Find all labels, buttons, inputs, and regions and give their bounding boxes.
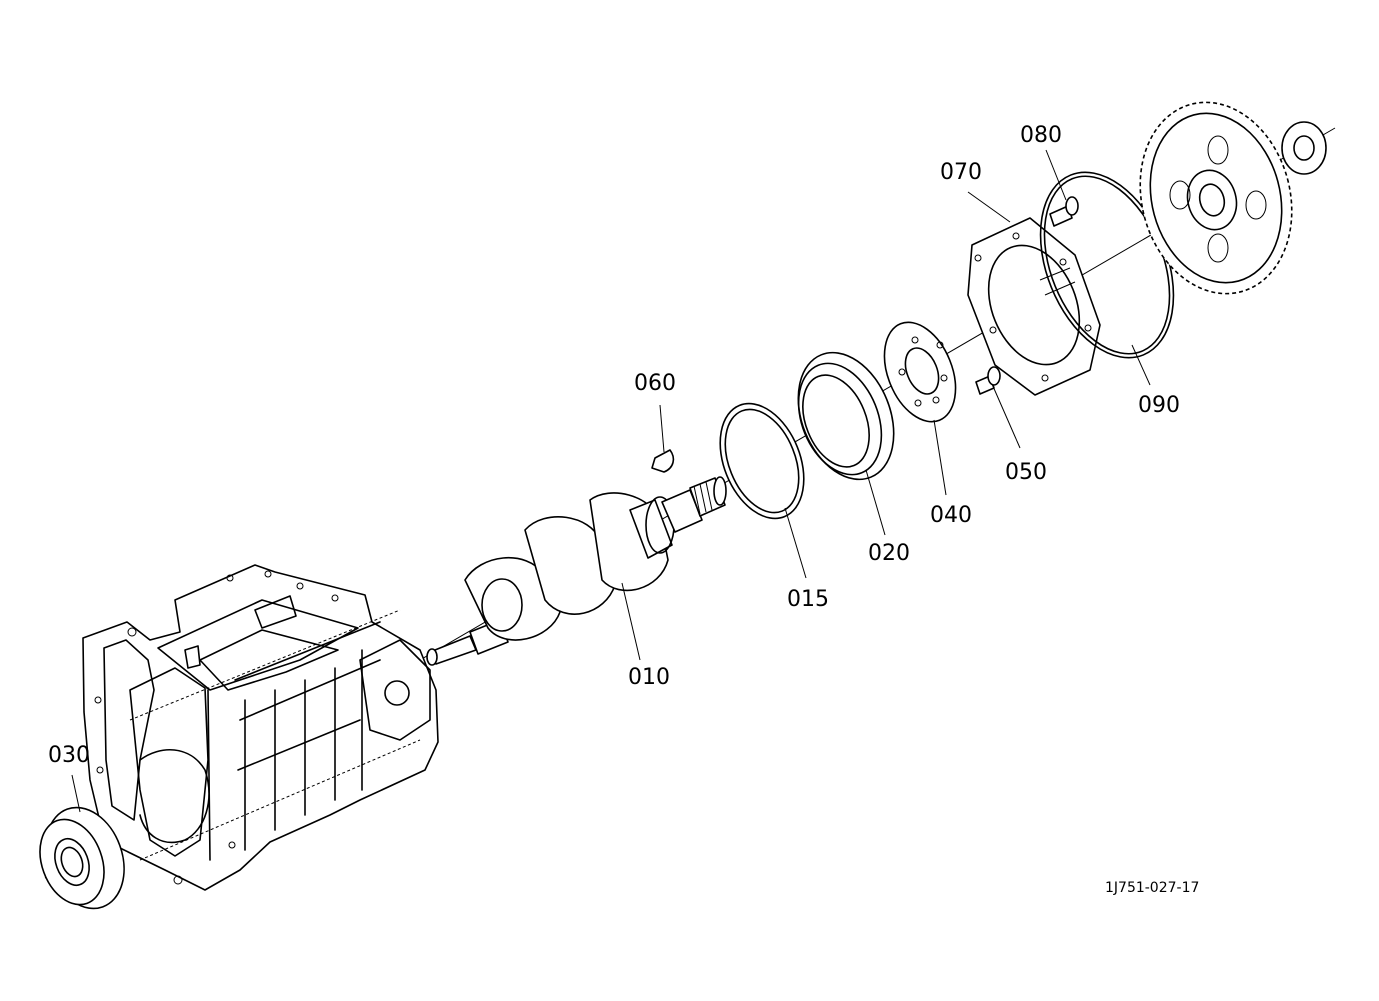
bolt-050 (975, 366, 1001, 395)
callout-060: 060 (634, 371, 676, 396)
flange-plate (967, 217, 1101, 396)
woodruff-key (651, 449, 675, 473)
leader-lines (71, 149, 1151, 813)
bearing-housing (797, 351, 895, 481)
drive-gear (1139, 101, 1293, 295)
callout-070: 070 (940, 160, 982, 185)
callout-040: 040 (930, 503, 972, 528)
callout-080: 080 (1020, 123, 1062, 148)
crankshaft (426, 476, 727, 666)
callout-015: 015 (787, 587, 829, 612)
ball-bearing (39, 806, 125, 910)
drawing-code: 1J751-027-17 (1105, 880, 1200, 896)
callout-090: 090 (1138, 393, 1180, 418)
callout-010: 010 (628, 665, 670, 690)
callout-050: 050 (1005, 460, 1047, 485)
oil-seal (719, 402, 805, 520)
callout-020: 020 (868, 541, 910, 566)
retainer-plate (883, 321, 957, 423)
nut (1281, 121, 1327, 175)
crankcase-housing (82, 564, 439, 891)
callout-030: 030 (48, 743, 90, 768)
bolt-080 (1049, 196, 1079, 227)
